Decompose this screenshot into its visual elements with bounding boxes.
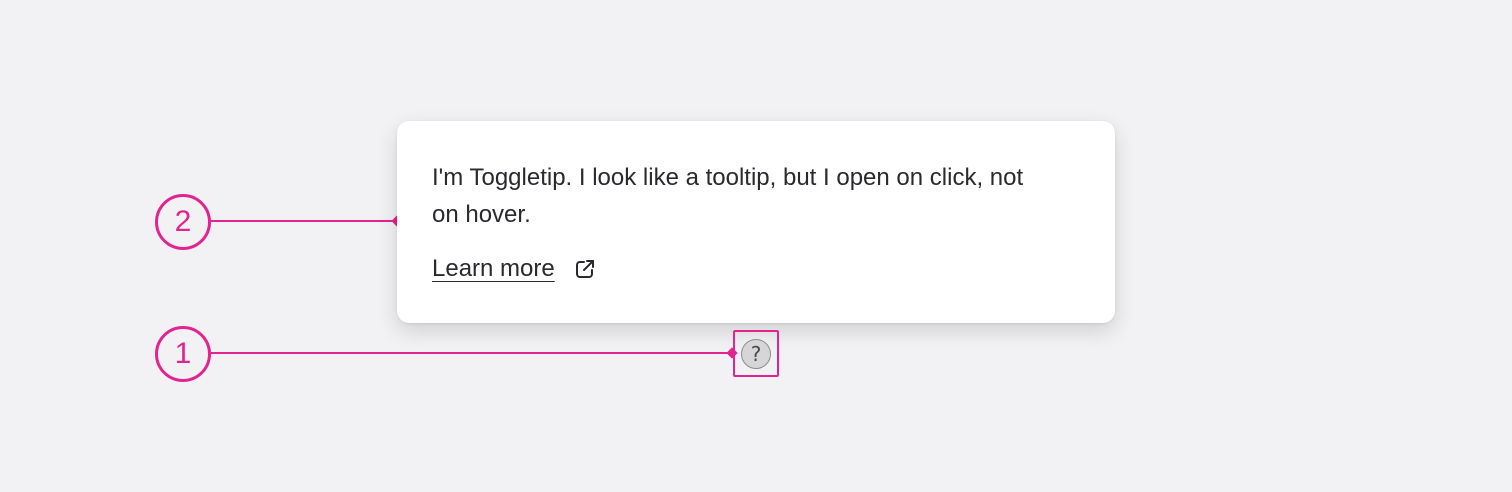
annotation-number: 2: [174, 205, 192, 238]
learn-more-link[interactable]: Learn more: [432, 255, 555, 282]
question-glyph: ?: [750, 342, 762, 366]
annotation-leader-line: [211, 220, 397, 222]
toggletip-body-text: I'm Toggletip. I look like a tooltip, bu…: [432, 164, 1024, 228]
annotation-marker-2: 2: [155, 194, 211, 250]
annotation-leader-line: [211, 352, 732, 354]
annotation-number: 1: [174, 337, 192, 370]
question-mark-icon[interactable]: ?: [741, 339, 771, 369]
annotation-marker-1: 1: [155, 326, 211, 382]
external-link-icon[interactable]: [573, 257, 597, 281]
learn-more-row: Learn more: [432, 255, 1079, 283]
toggletip-popover: I'm Toggletip. I look like a tooltip, bu…: [397, 121, 1115, 323]
